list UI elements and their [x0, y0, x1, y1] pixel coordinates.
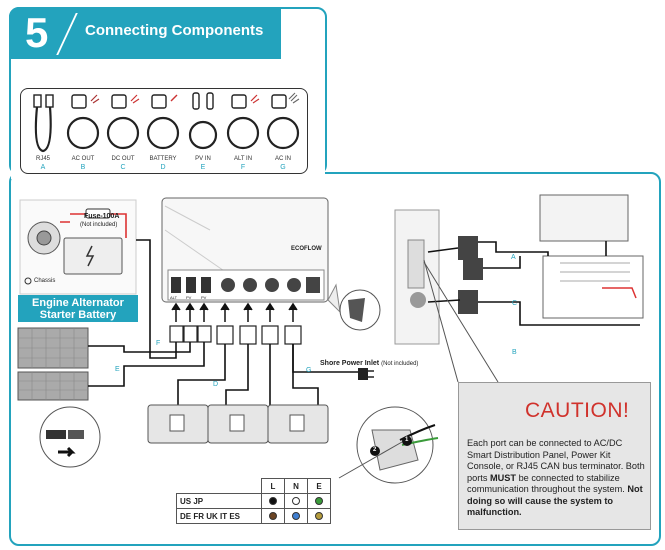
caution-text: Each port can be connected to AC/DC Smar… — [467, 438, 645, 517]
wire-color-table: L N E US JP DE FR UK IT ES — [176, 478, 331, 524]
engine-label-line1: Engine Alternator — [32, 297, 124, 309]
cable-dc-out: DC OUT C — [103, 89, 143, 173]
conn-letter-a: A — [511, 254, 516, 261]
solar-panels — [17, 327, 89, 401]
step-number: 5 — [25, 9, 49, 56]
cable-label: DC OUT — [111, 156, 135, 162]
fuse-note: (Not included) — [80, 222, 118, 228]
distribution-panel-area — [394, 194, 644, 345]
rj45-cable-icon — [33, 94, 54, 153]
connection-arrows — [171, 302, 298, 322]
expansion-batteries — [147, 404, 329, 444]
table-pointer — [338, 441, 403, 479]
cable-label: RJ45 — [35, 156, 50, 162]
cable-label: AC IN — [274, 156, 291, 162]
ac-input-zoom — [356, 406, 439, 484]
conn-letter-d: D — [213, 381, 219, 388]
power-hub-device — [161, 197, 329, 303]
cable-letter: B — [80, 164, 86, 171]
cable-letter: E — [200, 164, 206, 171]
pv-in-cable-icon — [188, 92, 218, 150]
cable-legend: RJ45 A AC OUT B DC OUT C BATTERY D — [20, 88, 308, 174]
engine-battery-label: Engine Alternator Starter Battery — [18, 295, 138, 322]
wire-dot — [269, 512, 277, 521]
shore-power-plug — [358, 368, 374, 380]
red-wires — [602, 287, 637, 299]
conn-letter-f: F — [156, 340, 161, 347]
engine-battery-illustration — [19, 199, 137, 295]
engine-label-line2: Starter Battery — [39, 309, 117, 321]
dc-out-cable-icon — [106, 94, 140, 150]
wire-dot — [315, 497, 323, 506]
cable-label: ALT IN — [233, 156, 253, 162]
alt-in-cable-icon — [226, 94, 260, 150]
wire-dot — [292, 512, 300, 521]
cable-label: PV IN — [195, 156, 211, 162]
battery-cable-icon — [146, 94, 180, 150]
cable-rj45: RJ45 A — [23, 89, 63, 173]
header-l: L — [261, 478, 285, 494]
solar-panel-icon — [17, 371, 89, 401]
step-badge-1: 1 — [405, 437, 409, 443]
step-badge-2: 2 — [373, 447, 377, 453]
wire-dot — [292, 497, 300, 506]
cable-letter: G — [280, 164, 286, 171]
step-header: 5 Connecting Components — [9, 7, 281, 59]
region-label: DE FR UK IT ES — [176, 508, 262, 524]
cable-plugs — [169, 325, 302, 345]
cable-letter: C — [120, 164, 126, 171]
cable-ac-in: AC IN G — [263, 89, 303, 173]
caution-box — [458, 382, 651, 530]
wire-dot — [315, 512, 323, 521]
cable-label: BATTERY — [149, 156, 177, 162]
table-row: DE FR UK IT ES — [176, 508, 331, 524]
right-wires — [478, 241, 640, 326]
cable-pv-in: PV IN E — [183, 89, 223, 173]
conn-letter-c: C — [512, 300, 518, 307]
wire-dot — [269, 497, 277, 506]
shore-note: (Not included) — [381, 361, 419, 367]
diagram-frame — [9, 172, 661, 546]
wires — [88, 239, 358, 410]
step-title: Connecting Components — [85, 22, 264, 39]
port-alt: ALT — [170, 295, 178, 300]
hub-connection-zoom — [327, 283, 381, 331]
conn-letter-e: E — [115, 366, 120, 373]
cable-battery: BATTERY D — [143, 89, 183, 173]
port-pv2: PV — [201, 295, 207, 300]
port-pv1: PV — [186, 295, 192, 300]
ac-out-cable-icon — [66, 94, 100, 150]
table-row: US JP — [176, 493, 331, 509]
chassis-label: Chassis — [34, 278, 56, 284]
region-label: US JP — [176, 493, 262, 509]
header-e: E — [307, 478, 331, 494]
ac-in-cable-icon — [266, 92, 300, 150]
shore-power-label: Shore Power Inlet (Not included) — [320, 360, 418, 367]
caution-title: CAUTION! — [525, 399, 630, 422]
pv-connector-zoom — [39, 406, 101, 468]
fuse-label: Fuse-100A — [84, 213, 120, 220]
shore-label: Shore Power Inlet — [320, 360, 380, 367]
conn-letter-b: B — [512, 349, 517, 356]
table-row: L N E — [177, 478, 331, 494]
cable-letter: A — [40, 164, 46, 171]
cable-letter: D — [160, 164, 166, 171]
cable-label: AC OUT — [71, 156, 95, 162]
caution-pointer — [423, 259, 499, 383]
cable-ac-out: AC OUT B — [63, 89, 103, 173]
header-n: N — [284, 478, 308, 494]
cable-letter: F — [240, 164, 246, 171]
device-brand: ECOFLOW — [291, 246, 322, 252]
fuse-icon — [85, 208, 111, 219]
conn-letter-g: G — [306, 367, 312, 374]
cable-alt-in: ALT IN F — [223, 89, 263, 173]
